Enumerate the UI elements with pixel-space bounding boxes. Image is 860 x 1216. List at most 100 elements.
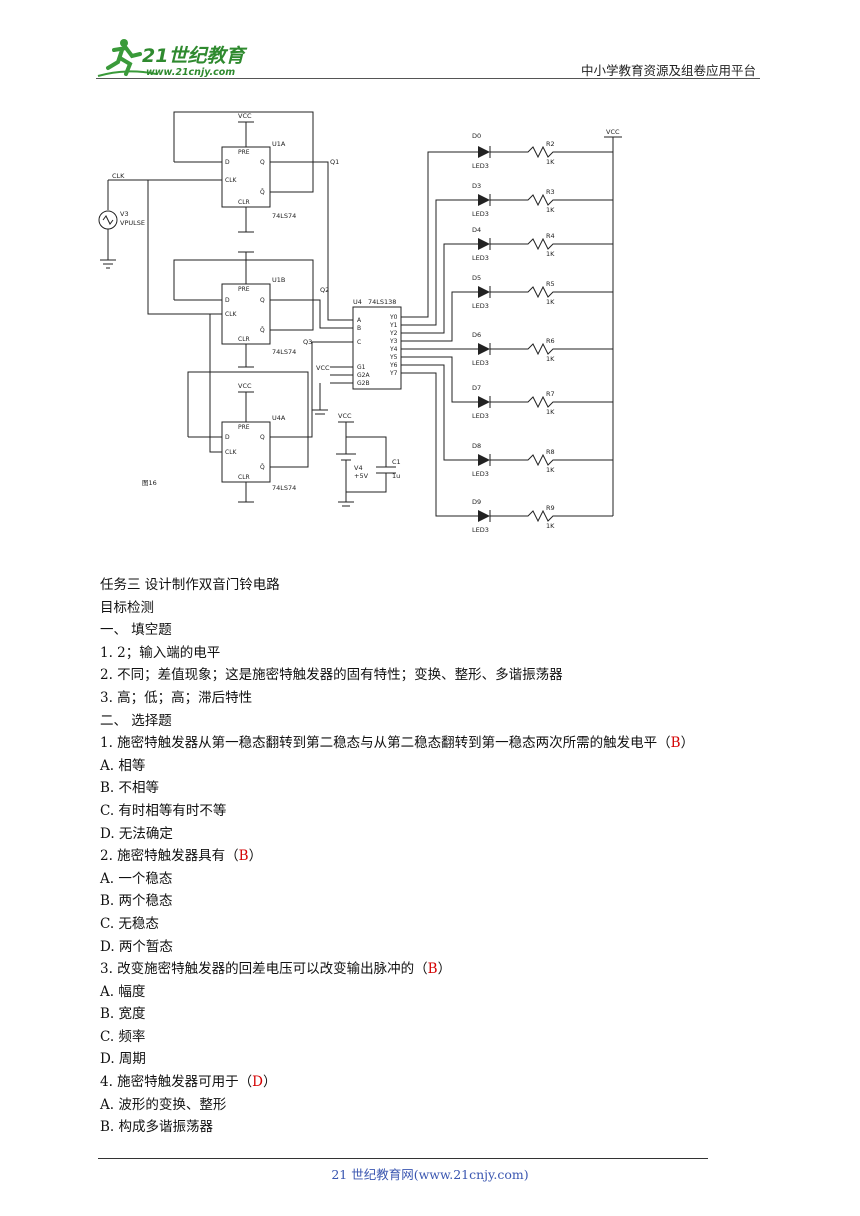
svg-text:Y2: Y2 bbox=[389, 330, 398, 337]
section-choice-heading: 二、 选择题 bbox=[100, 712, 172, 729]
header-divider bbox=[96, 78, 760, 79]
svg-text:Y7: Y7 bbox=[389, 370, 398, 377]
svg-text:Q: Q bbox=[260, 159, 265, 166]
u1b-label: U1B bbox=[272, 276, 285, 284]
svg-text:CLK: CLK bbox=[225, 311, 238, 318]
vcc-label-5: VCC bbox=[606, 128, 620, 136]
question-4-answer: D bbox=[252, 1074, 263, 1091]
q1-label: Q1 bbox=[330, 158, 339, 166]
u1b-type: 74LS74 bbox=[272, 348, 296, 356]
led-label-6: D8 bbox=[472, 442, 481, 450]
led-label-1: D3 bbox=[472, 182, 481, 190]
led-type-5: LED3 bbox=[472, 412, 489, 420]
res-value-5: 1K bbox=[546, 408, 555, 416]
q3-label: Q3 bbox=[303, 338, 312, 346]
svg-text:PRE: PRE bbox=[238, 149, 250, 156]
led-array bbox=[468, 145, 613, 523]
svg-text:G2B: G2B bbox=[357, 380, 370, 387]
question-2-answer: B bbox=[238, 848, 249, 865]
res-label-3: R5 bbox=[546, 280, 555, 288]
res-value-6: 1K bbox=[546, 466, 555, 474]
option: C. 频率 bbox=[100, 1028, 146, 1045]
svg-text:CLR: CLR bbox=[238, 336, 250, 343]
cap-value: 1u bbox=[392, 472, 400, 480]
decoder-type: 74LS138 bbox=[368, 298, 396, 306]
svg-text:G1: G1 bbox=[357, 364, 366, 371]
svg-text:CLR: CLR bbox=[238, 474, 250, 481]
option: B. 两个稳态 bbox=[100, 893, 173, 910]
res-value-3: 1K bbox=[546, 298, 555, 306]
vcc-label-1: VCC bbox=[238, 112, 252, 120]
res-value-2: 1K bbox=[546, 250, 555, 258]
res-value-0: 1K bbox=[546, 158, 555, 166]
led-label-3: D5 bbox=[472, 274, 481, 282]
svg-text:A: A bbox=[357, 317, 362, 324]
question-4-stem: 4. 施密特触发器可用于（D） bbox=[100, 1074, 277, 1091]
u4a-label: U4A bbox=[272, 414, 286, 422]
runner-icon bbox=[97, 39, 157, 77]
svg-text:PRE: PRE bbox=[238, 424, 250, 431]
u1a-label: U1A bbox=[272, 140, 286, 148]
option: D. 无法确定 bbox=[100, 825, 173, 842]
svg-text:Y1: Y1 bbox=[389, 322, 398, 329]
vcc-label-4: VCC bbox=[316, 364, 330, 372]
res-value-1: 1K bbox=[546, 206, 555, 214]
section-fill-heading: 一、 填空题 bbox=[100, 622, 172, 639]
fill-answer-1: 1. 2；输入端的电平 bbox=[100, 644, 221, 661]
led-type-2: LED3 bbox=[472, 254, 489, 262]
source-label: V3 bbox=[120, 210, 129, 218]
led-label-2: D4 bbox=[472, 226, 481, 234]
option: A. 相等 bbox=[100, 757, 146, 774]
u1a-type: 74LS74 bbox=[272, 212, 296, 220]
battery-label: V4 bbox=[354, 464, 363, 472]
circuit-diagram: CLK V3 VPULSE U1A 74LS74 U1B 74LS74 U4A … bbox=[98, 111, 622, 534]
option: B. 宽度 bbox=[100, 1006, 146, 1023]
res-value-7: 1K bbox=[546, 522, 555, 530]
res-label-1: R3 bbox=[546, 188, 555, 196]
svg-text:Q: Q bbox=[260, 434, 265, 441]
task-title: 任务三 设计制作双音门铃电路 bbox=[100, 577, 280, 593]
led-label-4: D6 bbox=[472, 331, 481, 339]
led-type-6: LED3 bbox=[472, 470, 489, 478]
led-label-5: D7 bbox=[472, 384, 481, 392]
question-1-stem: 1. 施密特触发器从第一稳态翻转到第二稳态与从第二稳态翻转到第一稳态两次所需的触… bbox=[100, 735, 695, 752]
led-type-4: LED3 bbox=[472, 359, 489, 367]
res-label-0: R2 bbox=[546, 140, 555, 148]
option: A. 幅度 bbox=[100, 983, 146, 1000]
led-type-7: LED3 bbox=[472, 526, 489, 534]
svg-text:CLK: CLK bbox=[225, 449, 238, 456]
battery-value: +5V bbox=[354, 472, 369, 480]
led-triangles bbox=[478, 146, 490, 522]
svg-text:G2A: G2A bbox=[357, 372, 370, 379]
question-1-answer: B bbox=[670, 735, 681, 752]
svg-text:B: B bbox=[357, 325, 361, 332]
svg-text:CLK: CLK bbox=[225, 177, 238, 184]
logo-text: 21世纪教育 bbox=[142, 45, 247, 67]
svg-text:Q: Q bbox=[260, 297, 265, 304]
footer-link[interactable]: 21 世纪教育网(www.21cnjy.com) bbox=[331, 1167, 529, 1182]
vcc-label-3: VCC bbox=[338, 412, 352, 420]
option: C. 无稳态 bbox=[100, 915, 159, 932]
svg-text:D: D bbox=[225, 434, 230, 441]
res-label-7: R9 bbox=[546, 504, 555, 512]
header-platform-name: 中小学教育资源及组卷应用平台 bbox=[580, 63, 756, 78]
svg-text:C: C bbox=[357, 339, 361, 346]
option: D. 周期 bbox=[100, 1051, 146, 1068]
footer-divider bbox=[98, 1158, 708, 1159]
res-label-5: R7 bbox=[546, 390, 555, 398]
res-value-4: 1K bbox=[546, 355, 555, 363]
led-type-0: LED3 bbox=[472, 162, 489, 170]
source-type-label: VPULSE bbox=[120, 219, 145, 227]
option: D. 两个暂态 bbox=[100, 938, 173, 955]
clk-label: CLK bbox=[112, 172, 125, 180]
question-3-answer: B bbox=[427, 961, 438, 978]
option: C. 有时相等有时不等 bbox=[100, 802, 227, 819]
question-3-stem: 3. 改变施密特触发器的回差电压可以改变输出脉冲的（B） bbox=[100, 961, 452, 978]
option: A. 一个稳态 bbox=[100, 870, 173, 887]
svg-text:Y5: Y5 bbox=[389, 354, 398, 361]
question-2-stem: 2. 施密特触发器具有（B） bbox=[100, 848, 263, 865]
answer-content: 任务三 设计制作双音门铃电路 目标检测 一、 填空题 1. 2；输入端的电平 2… bbox=[100, 574, 790, 1139]
svg-text:PRE: PRE bbox=[238, 286, 250, 293]
svg-text:D: D bbox=[225, 297, 230, 304]
decoder-label: U4 bbox=[353, 298, 362, 306]
